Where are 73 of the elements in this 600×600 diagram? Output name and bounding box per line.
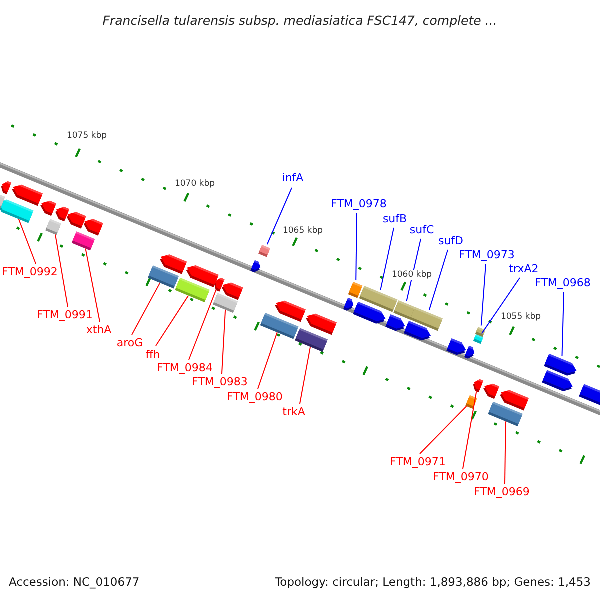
gene-block (1, 180, 12, 194)
gene-block (348, 282, 363, 298)
gene-block (250, 260, 262, 272)
footer-text: Accession: NC_010677 (9, 575, 140, 589)
leader-line (258, 332, 278, 390)
position-label: 1075 kbp (66, 131, 108, 141)
leader-line (380, 228, 394, 291)
leader-line (462, 391, 478, 470)
gene-block (306, 311, 337, 336)
gene-block (72, 232, 96, 251)
leader-line (55, 234, 68, 308)
position-label: 1055 kbp (500, 312, 542, 322)
gene-label: FTM_0969 (474, 486, 530, 498)
leader-line (300, 346, 312, 404)
leader-line (428, 250, 448, 311)
gene-block (46, 219, 62, 236)
gene-label: sufD (438, 234, 464, 248)
gene-label: ffh (146, 348, 160, 362)
gene-label: FTM_0970 (433, 470, 489, 484)
leader-line (188, 290, 217, 360)
gene-block (160, 252, 188, 274)
gene-block (544, 354, 579, 376)
leader-line (85, 248, 100, 322)
gene-block (464, 346, 477, 359)
gene-label: FTM_0971 (390, 456, 446, 468)
gene-label: FTM_0984 (157, 362, 213, 374)
gene-block (386, 314, 408, 332)
gene-label: sufC (410, 224, 434, 236)
gene-block (258, 245, 270, 258)
gene-block (186, 262, 219, 288)
gene-block (295, 328, 328, 352)
gene-label: FTM_0991 (37, 308, 93, 322)
gene-label: aroG (116, 336, 144, 350)
gene-block (84, 216, 104, 236)
gene-label: trkA (282, 406, 306, 418)
gene-block (579, 384, 600, 406)
gene-block (500, 388, 530, 411)
gene-block (12, 182, 43, 206)
gene-label: infA (282, 172, 304, 184)
gene-label: FTM_0968 (535, 276, 591, 290)
gene-label: FTM_0980 (227, 390, 283, 404)
position-label: 1065 kbp (282, 226, 324, 236)
gene-label: FTM_0983 (192, 376, 248, 388)
leader-line (156, 295, 190, 346)
position-label: 1060 kbp (392, 270, 432, 280)
leader-line (504, 421, 506, 484)
footer-text: Topology: circular; Length: 1,893,886 bp; Genes: 1,453 (275, 575, 591, 589)
leader-line (266, 188, 292, 245)
leader-line (222, 309, 226, 374)
gene-label: FTM_0978 (331, 198, 387, 210)
gene-block (473, 378, 484, 392)
gene-block (542, 370, 575, 392)
gene-block (466, 395, 478, 409)
gene-block (353, 302, 388, 324)
leader-line (481, 278, 520, 334)
position-label: 1070 kbp (174, 179, 216, 189)
gene-label: FTM_0992 (2, 266, 58, 278)
gene-block (40, 198, 57, 216)
leader-line (480, 264, 486, 326)
leader-line (356, 212, 358, 281)
gene-label: sufB (382, 212, 408, 226)
gene-block (475, 327, 486, 338)
gene-block (222, 280, 244, 300)
leader-line (18, 218, 36, 264)
gene-block (343, 298, 356, 311)
gene-label: trxA2 (509, 262, 539, 276)
leader-line (420, 406, 468, 454)
gene-label: FTM_0973 (459, 248, 515, 262)
gene-block (275, 298, 306, 322)
title: Francisella tularensis subsp. mediasiatica FSC147, complete ... (102, 13, 498, 28)
gene-block (56, 204, 70, 222)
gene-label: xthA (86, 324, 112, 336)
leader-line (132, 282, 161, 336)
